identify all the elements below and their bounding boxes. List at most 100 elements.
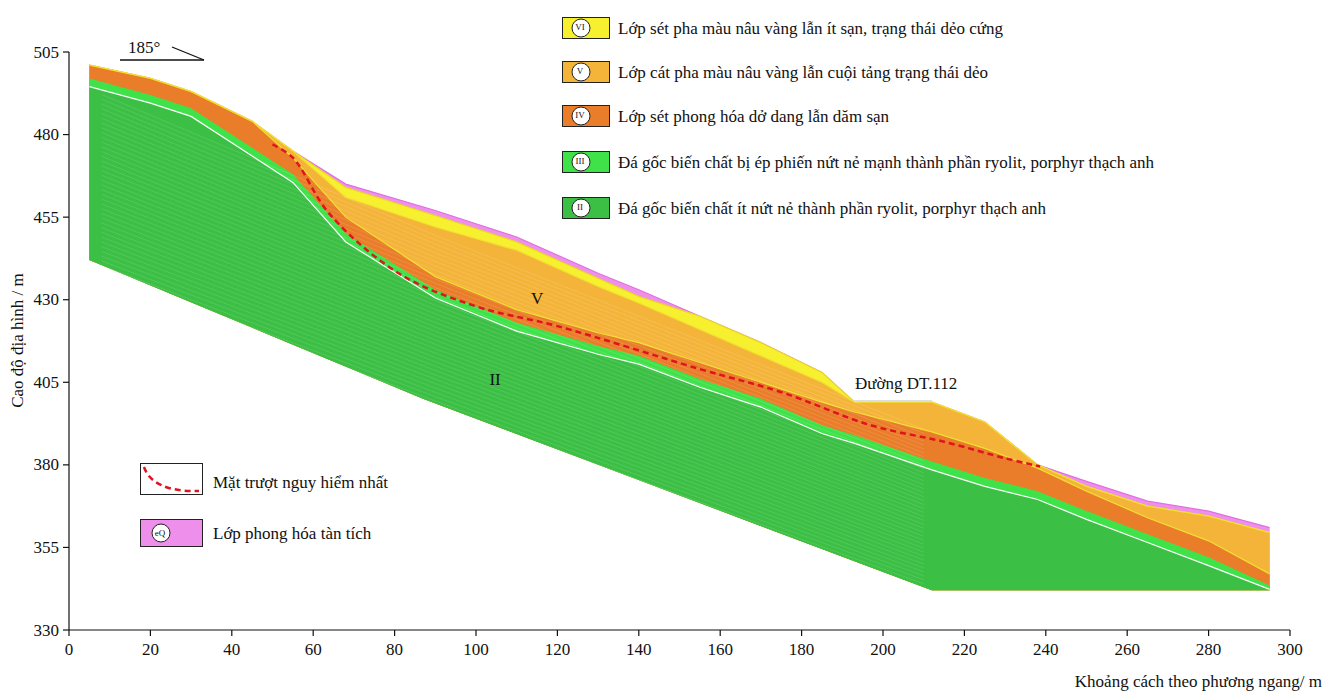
- tick-label: 200: [870, 641, 896, 658]
- x-tick: [68, 630, 69, 636]
- x-tick: [475, 630, 476, 636]
- texture-stroke: [102, 275, 924, 580]
- y-tick: [63, 547, 69, 548]
- layer-symbol-circle: [572, 19, 590, 37]
- swatch-art: [563, 152, 609, 172]
- layer-symbol: II: [577, 203, 583, 212]
- tick-label: 220: [952, 641, 978, 658]
- texture-stroke: [102, 147, 924, 473]
- texture-stroke: [102, 175, 924, 496]
- swatch-art: [141, 464, 202, 494]
- orientation-dip: [172, 47, 204, 60]
- tick-label: 330: [34, 622, 60, 639]
- layer-symbol: III: [576, 157, 585, 166]
- x-tick: [1289, 630, 1290, 636]
- texture-stroke: [102, 199, 924, 516]
- tick-label: 300: [1277, 641, 1303, 658]
- axis-title: Cao độ địa hình / m: [9, 273, 26, 408]
- legend-swatch: [562, 17, 610, 39]
- x-tick: [720, 630, 721, 636]
- road-surface: [855, 400, 932, 402]
- slip-sample: [144, 467, 199, 491]
- layer-ii: [89, 87, 1269, 591]
- tick-label: 80: [386, 641, 403, 658]
- texture-stroke: [102, 194, 924, 512]
- tick-label: 240: [1033, 641, 1059, 658]
- axis-title: Khoảng cách theo phương ngang/ m: [1075, 673, 1322, 690]
- texture-stroke: [102, 280, 924, 584]
- x-tick: [801, 630, 802, 636]
- x-tick: [638, 630, 639, 636]
- texture-stroke: [102, 204, 924, 521]
- y-tick: [63, 51, 69, 52]
- x-tick: [964, 630, 965, 636]
- legend-swatch: [562, 151, 610, 173]
- layer-symbol: VI: [575, 23, 585, 32]
- tick-label: 0: [65, 641, 74, 658]
- texture-stroke: [102, 247, 924, 556]
- legend-swatch: [562, 105, 610, 127]
- tick-label: 140: [626, 641, 652, 658]
- x-tick: [557, 630, 558, 636]
- y-tick: [63, 134, 69, 135]
- legend-text: Lớp cát pha màu nâu vàng lẫn cuội tảng t…: [618, 64, 988, 81]
- x-tick: [1045, 630, 1046, 636]
- x-tick: [231, 630, 232, 636]
- texture-stroke: [102, 180, 924, 501]
- legend-swatch: [140, 519, 203, 547]
- swatch-art: [563, 106, 609, 126]
- tick-label: 40: [223, 641, 240, 658]
- layer-label: II: [489, 371, 500, 388]
- legend-text: Mặt trượt nguy hiểm nhất: [213, 474, 388, 491]
- layer-symbol-circle: [572, 107, 590, 125]
- tick-label: 180: [789, 641, 815, 658]
- texture-stroke: [102, 137, 924, 465]
- slip-surface: [273, 144, 1041, 466]
- y-tick: [63, 629, 69, 630]
- legend-text: Lớp sét phong hóa dở dang lẫn dăm sạn: [618, 108, 889, 125]
- texture-stroke: [102, 213, 924, 528]
- swatch-art: [563, 62, 609, 82]
- orientation-base: [120, 59, 204, 60]
- tick-label: 60: [305, 641, 322, 658]
- x-axis: [69, 629, 1290, 630]
- x-tick: [1127, 630, 1128, 636]
- layer-symbol-circle: [572, 153, 590, 171]
- texture-stroke: [102, 251, 924, 560]
- layer-symbol: eQ: [155, 529, 166, 538]
- texture-stroke: [102, 256, 924, 564]
- x-tick: [394, 630, 395, 636]
- tick-label: 430: [34, 291, 60, 308]
- legend-text: Đá gốc biến chất bị ép phiến nứt nẻ mạnh…: [618, 154, 1154, 171]
- layer-iv: [89, 65, 1269, 590]
- layer-v: [89, 65, 1269, 590]
- residual-layer: [89, 65, 1269, 590]
- layer-symbol-circle: [572, 199, 590, 217]
- legend-swatch: [562, 61, 610, 83]
- texture-stroke: [102, 94, 924, 429]
- texture-stroke: [102, 185, 924, 505]
- road-label: Đường DT.112: [855, 375, 957, 392]
- layers: [89, 65, 1269, 590]
- tick-label: 20: [142, 641, 159, 658]
- swatch-art: [563, 18, 609, 38]
- swatch-art: [563, 198, 609, 218]
- layer-symbol-circle: [572, 63, 590, 81]
- tick-label: 480: [34, 126, 60, 143]
- y-tick: [63, 299, 69, 300]
- tick-label: 405: [34, 374, 60, 391]
- axes: [63, 52, 1290, 636]
- texture-stroke: [102, 209, 924, 525]
- layer-ii-boundary: [89, 87, 1269, 590]
- x-tick: [1208, 630, 1209, 636]
- tick-label: 120: [545, 641, 571, 658]
- tick-label: 280: [1196, 641, 1222, 658]
- tick-label: 260: [1114, 641, 1140, 658]
- tick-label: 505: [34, 44, 60, 61]
- tick-label: 160: [707, 641, 733, 658]
- layer-label: V: [531, 290, 543, 307]
- legend-swatch: [562, 197, 610, 219]
- swatch-art: [141, 520, 202, 546]
- texture-stroke: [102, 261, 924, 568]
